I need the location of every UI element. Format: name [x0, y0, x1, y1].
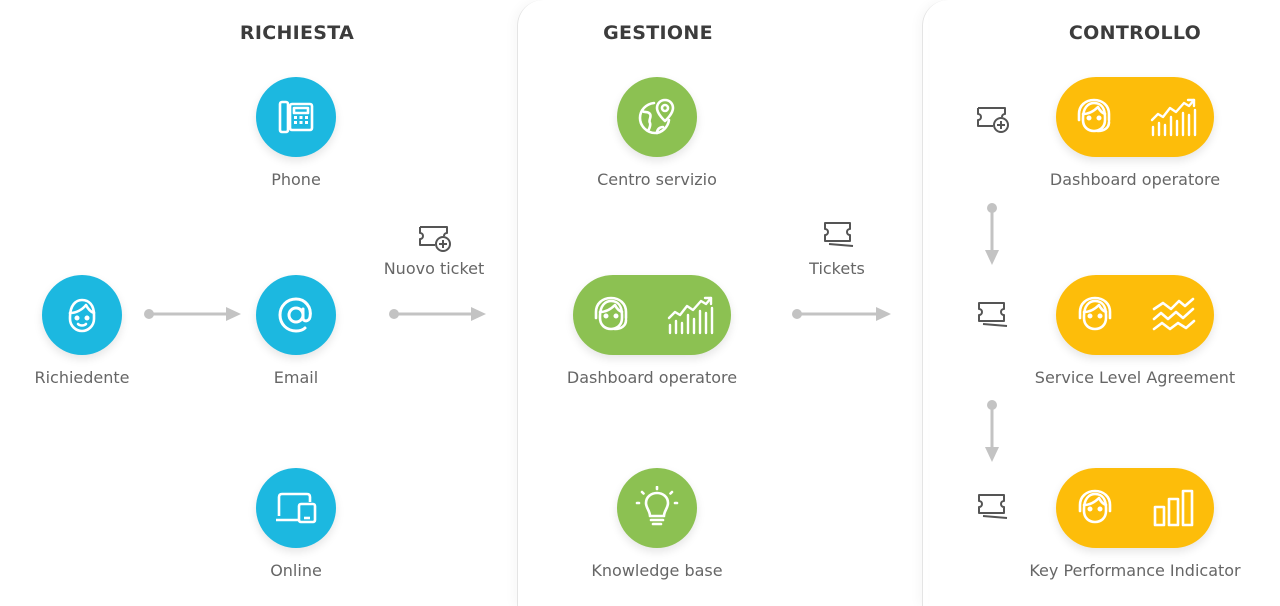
- centro-servizio-label: Centro servizio: [597, 170, 717, 189]
- tickets-label: Tickets: [809, 259, 865, 278]
- arrow-down-1: [985, 203, 999, 265]
- ticket-add-icon-controllo: [975, 104, 1011, 134]
- arrow-down-2: [985, 400, 999, 462]
- bar-columns-icon: [1153, 489, 1193, 527]
- dashboard-operatore-gestione-label: Dashboard operatore: [566, 368, 738, 387]
- operator-headset-icon: [1078, 489, 1111, 524]
- arrow-tickets: [792, 307, 891, 321]
- arrow-nuovo-ticket: [389, 307, 486, 321]
- centro-servizio-node[interactable]: [617, 77, 697, 157]
- nuovo-ticket-label: Nuovo ticket: [383, 259, 485, 278]
- bar-chart-icon: [667, 296, 714, 335]
- phone-node[interactable]: [256, 77, 336, 157]
- lightbulb-icon: [635, 486, 679, 526]
- dashboard-operatore-controllo-node[interactable]: [1056, 77, 1214, 157]
- desk-phone-icon: [278, 100, 314, 134]
- at-sign-icon: [278, 297, 312, 333]
- sla-label: Service Level Agreement: [1034, 368, 1236, 387]
- heading-controllo: CONTROLLO: [1068, 22, 1202, 44]
- zigzag-trend-icon: [1152, 297, 1195, 331]
- dashboard-operatore-gestione-node[interactable]: [573, 275, 731, 355]
- tickets-icon: [822, 220, 856, 248]
- sla-node[interactable]: [1056, 275, 1214, 355]
- richiedente-label: Richiedente: [34, 368, 130, 387]
- tickets-icon-kpi: [976, 492, 1010, 520]
- operator-headset-icon: [1078, 296, 1111, 331]
- online-label: Online: [270, 561, 322, 580]
- heading-richiesta: RICHIESTA: [239, 22, 355, 44]
- person-face-icon: [68, 298, 96, 333]
- knowledge-base-label: Knowledge base: [591, 561, 723, 580]
- phone-label: Phone: [271, 170, 321, 189]
- online-node[interactable]: [256, 468, 336, 548]
- operator-headset-icon: [1077, 98, 1111, 133]
- email-label: Email: [273, 368, 319, 387]
- richiedente-node: [42, 275, 122, 355]
- ticket-add-icon: [417, 223, 453, 253]
- controllo-panel: [922, 0, 1280, 606]
- tickets-icon-sla: [976, 300, 1010, 328]
- operator-headset-icon: [594, 296, 628, 331]
- devices-icon: [276, 492, 317, 524]
- email-node[interactable]: [256, 275, 336, 355]
- kpi-node[interactable]: [1056, 468, 1214, 548]
- bar-chart-icon: [1150, 98, 1197, 137]
- knowledge-base-node[interactable]: [617, 468, 697, 548]
- kpi-label: Key Performance Indicator: [1029, 561, 1241, 580]
- dashboard-operatore-controllo-label: Dashboard operatore: [1049, 170, 1221, 189]
- globe-pin-icon: [638, 98, 675, 135]
- heading-gestione: GESTIONE: [603, 22, 713, 44]
- arrow-richiedente-email: [144, 307, 241, 321]
- gestione-panel: [517, 0, 928, 606]
